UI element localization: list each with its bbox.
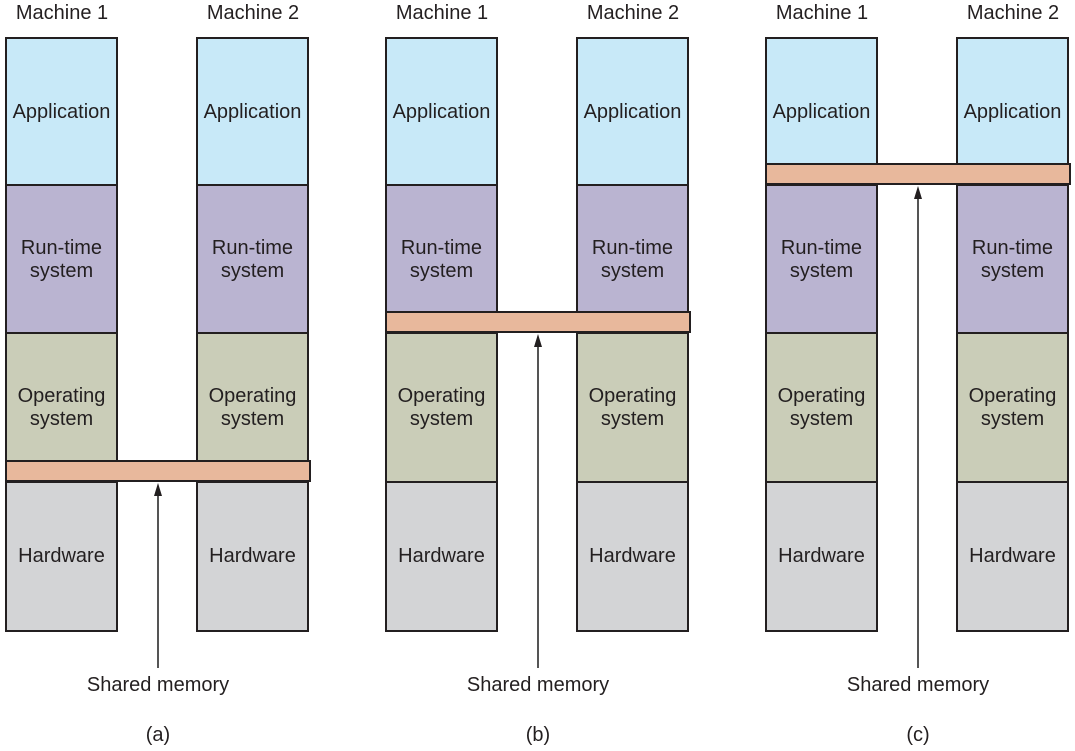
layer-label: Hardware xyxy=(398,545,485,567)
operating-system-layer: Operating system xyxy=(5,332,118,484)
operating-system-layer: Operating system xyxy=(385,332,498,484)
machine-label: Machine 2 xyxy=(966,2,1060,24)
machine-label: Machine 1 xyxy=(395,2,489,24)
layer-label: Hardware xyxy=(589,545,676,567)
layer-label: Operating system xyxy=(397,385,486,430)
layer-label: Application xyxy=(772,100,871,123)
arrow-line xyxy=(157,492,159,668)
panel-caption: (b) xyxy=(525,724,551,746)
layer-label: Operating system xyxy=(588,385,677,430)
panel-caption: (c) xyxy=(906,724,930,746)
layer-label: Run-time system xyxy=(971,236,1054,282)
layer-label: Application xyxy=(392,100,491,123)
operating-system-layer: Operating system xyxy=(196,332,309,484)
machine-label: Machine 1 xyxy=(15,2,109,24)
operating-system-layer: Operating system xyxy=(765,332,878,484)
shared-memory-bar xyxy=(765,163,1071,185)
application-layer: Application xyxy=(5,37,118,187)
machine-label: Machine 2 xyxy=(586,2,680,24)
layer-label: Operating system xyxy=(208,385,297,430)
machine-label: Machine 2 xyxy=(206,2,300,24)
layer-label: Application xyxy=(583,100,682,123)
hardware-layer: Hardware xyxy=(956,481,1069,632)
operating-system-layer: Operating system xyxy=(576,332,689,484)
hardware-layer: Hardware xyxy=(765,481,878,632)
runtime-system-layer: Run-time system xyxy=(385,184,498,335)
shared-memory-bar xyxy=(5,460,311,482)
runtime-system-layer: Run-time system xyxy=(576,184,689,335)
hardware-layer: Hardware xyxy=(196,481,309,632)
layer-label: Run-time system xyxy=(591,236,674,282)
application-layer: Application xyxy=(385,37,498,187)
runtime-system-layer: Run-time system xyxy=(5,184,118,335)
hardware-layer: Hardware xyxy=(576,481,689,632)
hardware-layer: Hardware xyxy=(5,481,118,632)
layer-label: Run-time system xyxy=(211,236,294,282)
machine-label: Machine 1 xyxy=(775,2,869,24)
runtime-system-layer: Run-time system xyxy=(765,184,878,335)
layer-label: Run-time system xyxy=(780,236,863,282)
arrow-up-icon xyxy=(534,334,542,347)
layer-label: Application xyxy=(203,100,302,123)
application-layer: Application xyxy=(196,37,309,187)
runtime-system-layer: Run-time system xyxy=(196,184,309,335)
shared-memory-label: Shared memory xyxy=(846,674,990,696)
layer-label: Hardware xyxy=(969,545,1056,567)
layer-label: Hardware xyxy=(778,545,865,567)
shared-memory-bar xyxy=(385,311,691,333)
operating-system-layer: Operating system xyxy=(956,332,1069,484)
layer-label: Run-time system xyxy=(400,236,483,282)
layer-label: Operating system xyxy=(777,385,866,430)
layer-label: Hardware xyxy=(209,545,296,567)
layer-label: Operating system xyxy=(968,385,1057,430)
runtime-system-layer: Run-time system xyxy=(956,184,1069,335)
layer-label: Application xyxy=(12,100,111,123)
layer-label: Run-time system xyxy=(20,236,103,282)
shared-memory-label: Shared memory xyxy=(466,674,610,696)
shared-memory-label: Shared memory xyxy=(86,674,230,696)
layer-label: Operating system xyxy=(17,385,106,430)
arrow-up-icon xyxy=(154,483,162,496)
arrow-up-icon xyxy=(914,186,922,199)
hardware-layer: Hardware xyxy=(385,481,498,632)
arrow-line xyxy=(537,343,539,668)
application-layer: Application xyxy=(765,37,878,187)
layer-label: Hardware xyxy=(18,545,105,567)
arrow-line xyxy=(917,195,919,668)
application-layer: Application xyxy=(576,37,689,187)
panel-caption: (a) xyxy=(145,724,171,746)
layer-label: Application xyxy=(963,100,1062,123)
